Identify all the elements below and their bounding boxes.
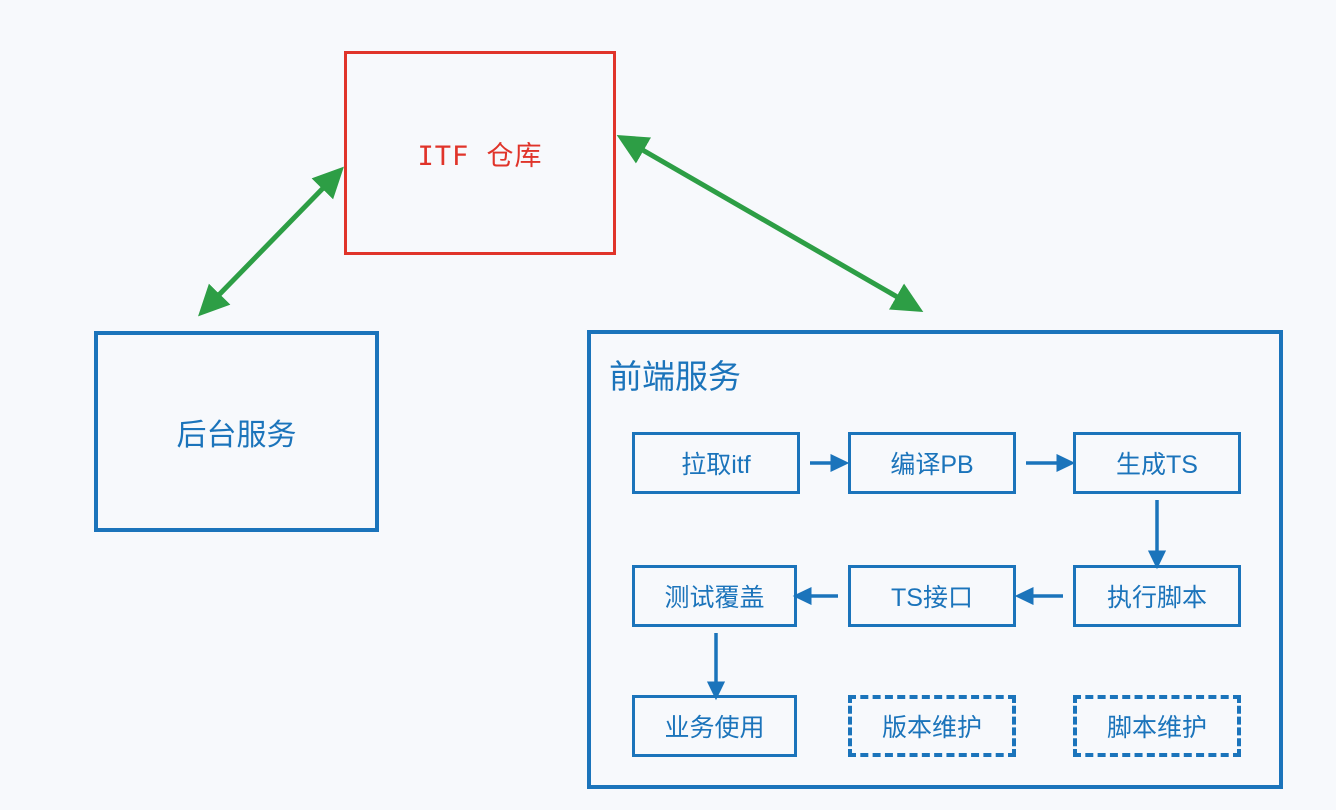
- step-run-script-label: 执行脚本: [1106, 584, 1207, 612]
- step-compile-pb-label: 编译PB: [890, 451, 974, 479]
- step-compile-pb[interactable]: 编译PB: [848, 432, 1016, 494]
- itf-repository-box: ITF 仓库: [344, 51, 616, 255]
- backend-service-box: 后台服务: [94, 331, 379, 532]
- step-generate-ts-label: 生成TS: [1116, 451, 1198, 479]
- frontend-service-title: 前端服务: [609, 358, 741, 395]
- backend-service-label: 后台服务: [176, 418, 297, 452]
- step-version-maintenance[interactable]: 版本维护: [848, 695, 1016, 757]
- connector-itf-to-frontend: [616, 135, 924, 312]
- step-pull-itf-label: 拉取itf: [681, 451, 751, 479]
- step-pull-itf[interactable]: 拉取itf: [632, 432, 800, 494]
- connector-itf-to-backend: [198, 166, 344, 317]
- step-test-coverage-label: 测试覆盖: [664, 584, 765, 612]
- frontend-service-container: 前端服务: [587, 330, 1283, 789]
- step-ts-interface-label: TS接口: [891, 584, 973, 612]
- step-script-maintenance[interactable]: 脚本维护: [1073, 695, 1241, 757]
- step-business-usage-label: 业务使用: [664, 714, 765, 742]
- step-script-maintenance-label: 脚本维护: [1106, 714, 1207, 742]
- step-version-maintenance-label: 版本维护: [881, 714, 982, 742]
- step-run-script[interactable]: 执行脚本: [1073, 565, 1241, 627]
- step-ts-interface[interactable]: TS接口: [848, 565, 1016, 627]
- itf-repository-label: ITF 仓库: [417, 140, 543, 172]
- step-business-usage[interactable]: 业务使用: [632, 695, 797, 757]
- step-test-coverage[interactable]: 测试覆盖: [632, 565, 797, 627]
- step-generate-ts[interactable]: 生成TS: [1073, 432, 1241, 494]
